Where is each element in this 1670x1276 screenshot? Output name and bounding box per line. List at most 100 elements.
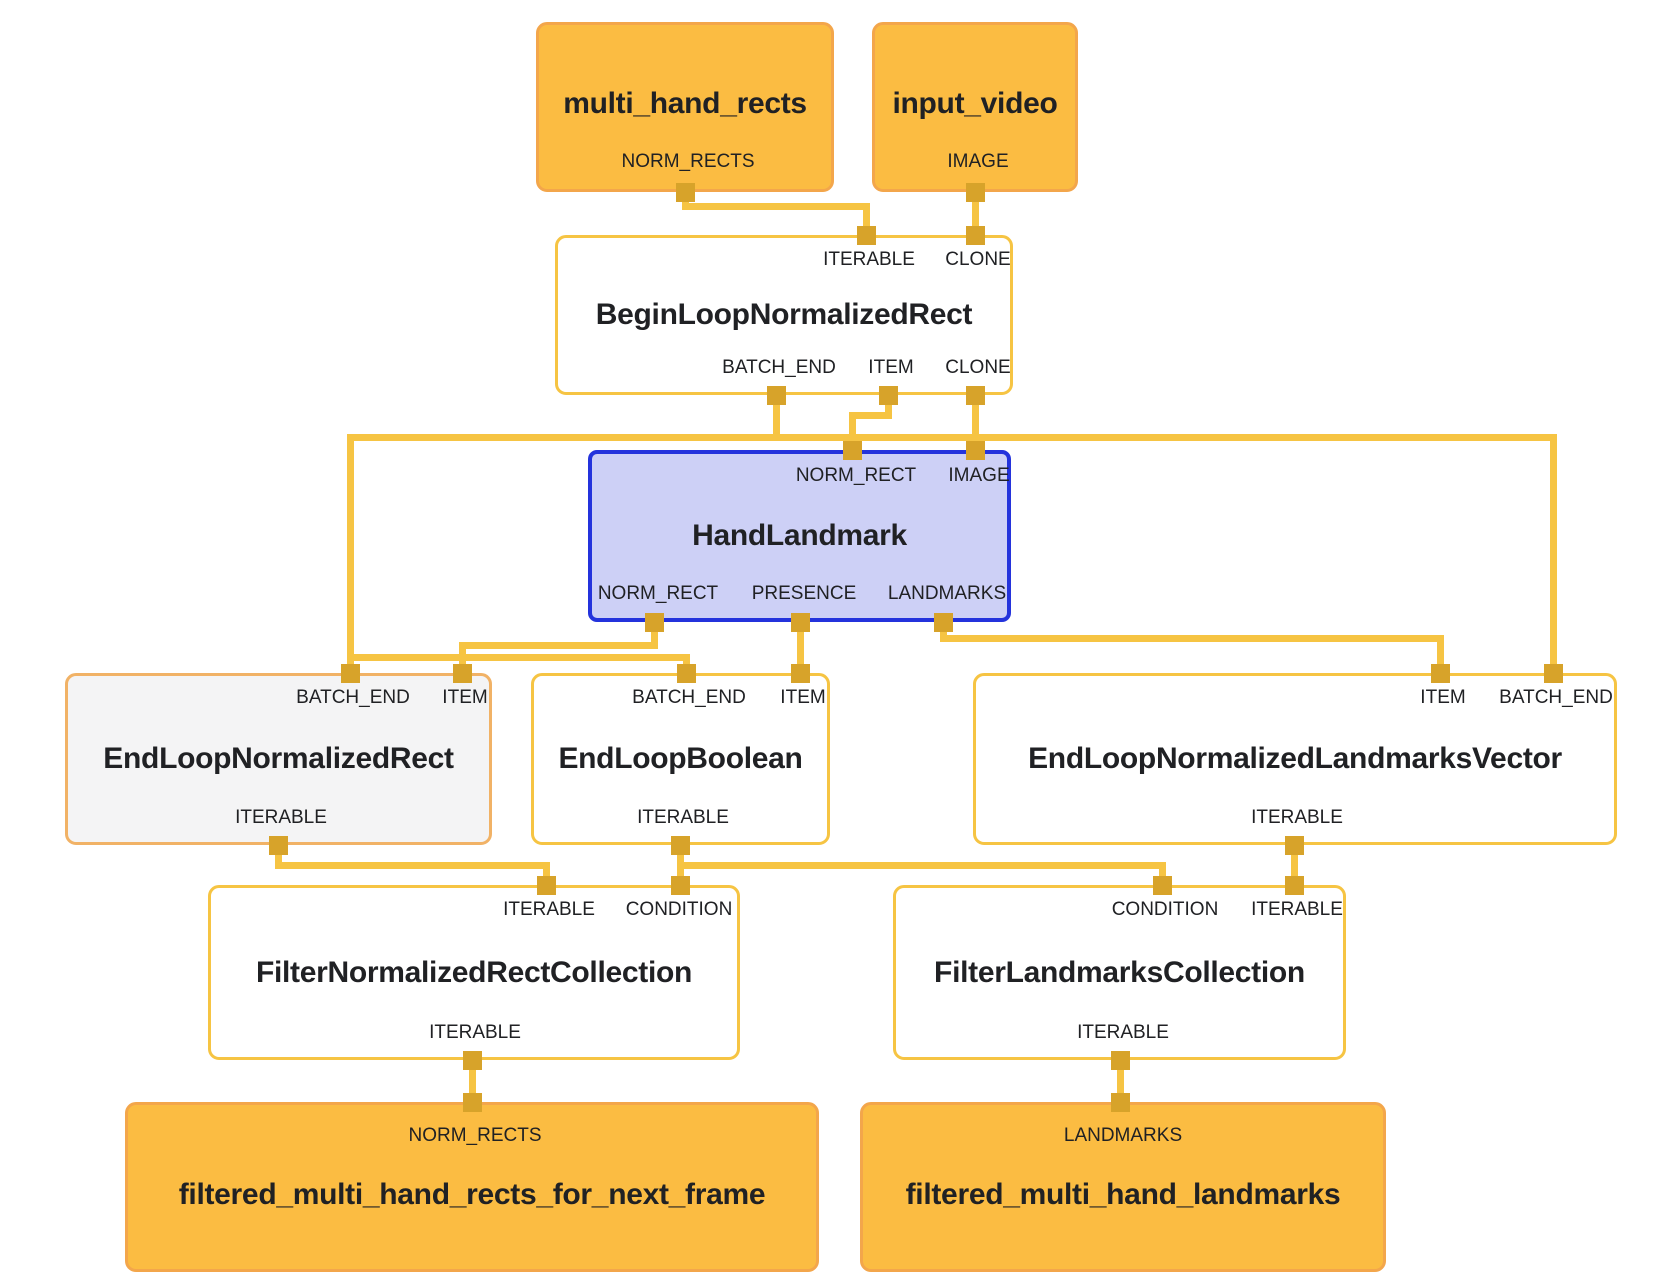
port-connector[interactable] (965, 440, 985, 460)
port-connector[interactable] (1152, 875, 1172, 895)
edge-segment (884, 391, 892, 419)
edge-segment (468, 1056, 476, 1106)
port-label-norm_rect: NORM_RECT (795, 465, 917, 486)
port-connector[interactable] (670, 875, 690, 895)
port-label-norm_rects: NORM_RECTS (621, 151, 755, 172)
node-title: multi_hand_rects (563, 86, 807, 120)
node-filtered_multi_hand_landmarks[interactable]: filtered_multi_hand_landmarks LANDMARKS (860, 1102, 1386, 1272)
edge-segment (971, 391, 979, 454)
node-title: EndLoopBoolean (558, 742, 803, 775)
port-label-image: IMAGE (948, 465, 1010, 486)
node-filtered_multi_hand_rects_for_next_frame[interactable]: filtered_multi_hand_rects_for_next_frame… (125, 1102, 819, 1272)
edge-segment (1290, 841, 1298, 889)
edge-segment (772, 391, 780, 441)
port-label-batch_end: BATCH_END (296, 687, 410, 708)
edge-segment (650, 618, 658, 649)
edge-segment (971, 188, 979, 239)
port-connector[interactable] (790, 612, 810, 632)
edge-segment (458, 641, 658, 649)
edge-segment (1116, 1056, 1124, 1106)
node-FilterLandmarksCollection[interactable]: FilterLandmarksCollection CONDITION ITERAB… (893, 885, 1346, 1060)
port-connector[interactable] (766, 385, 786, 405)
edge-segment (1549, 433, 1557, 677)
port-label-image: IMAGE (947, 151, 1009, 172)
node-title: filtered_multi_hand_landmarks (905, 1178, 1341, 1212)
port-connector[interactable] (878, 385, 898, 405)
edge-segment (346, 433, 354, 677)
edge-segment (346, 433, 780, 441)
port-connector[interactable] (462, 1092, 482, 1112)
edge-segment (862, 202, 870, 239)
port-connector[interactable] (1110, 1092, 1130, 1112)
port-connector[interactable] (670, 835, 690, 855)
node-title: EndLoopNormalizedRect (103, 742, 454, 775)
edge-segment (1436, 634, 1444, 677)
port-connector[interactable] (1284, 835, 1304, 855)
edge-segment (274, 841, 282, 869)
port-connector[interactable] (462, 1050, 482, 1070)
port-label-condition: CONDITION (1111, 899, 1219, 920)
edge-segment (681, 202, 870, 210)
port-connector[interactable] (452, 663, 472, 683)
port-connector[interactable] (536, 875, 556, 895)
port-label-presence: PRESENCE (751, 583, 857, 604)
port-connector[interactable] (675, 182, 695, 202)
port-label-iterable: ITERABLE (823, 249, 915, 270)
port-label-iterable: ITERABLE (1251, 807, 1343, 828)
port-connector[interactable] (340, 663, 360, 683)
port-label-norm_rect: NORM_RECT (597, 583, 719, 604)
port-connector[interactable] (965, 385, 985, 405)
port-label-clone: CLONE (945, 357, 1011, 378)
node-BeginLoopNormalizedRect[interactable]: BeginLoopNormalizedRect ITERABLE CLONE BATC… (555, 235, 1013, 395)
port-label-landmarks: LANDMARKS (887, 583, 1007, 604)
node-title: FilterLandmarksCollection (934, 955, 1305, 989)
port-connector[interactable] (644, 612, 664, 632)
port-connector[interactable] (1543, 663, 1563, 683)
port-connector[interactable] (965, 182, 985, 202)
edge-segment (458, 641, 466, 677)
port-label-item: ITEM (780, 687, 826, 708)
port-connector[interactable] (965, 225, 985, 245)
node-EndLoopNormalizedRect[interactable]: EndLoopNormalizedRect BATCH_END ITEM ITERAB… (65, 673, 492, 845)
port-connector[interactable] (790, 663, 810, 683)
port-connector[interactable] (1430, 663, 1450, 683)
port-connector[interactable] (933, 612, 953, 632)
node-title: HandLandmark (692, 519, 907, 552)
port-label-iterable: ITERABLE (1077, 1022, 1169, 1043)
port-label-batch_end: BATCH_END (722, 357, 836, 378)
port-label-norm_rects: NORM_RECTS (408, 1125, 542, 1146)
edge-segment (274, 861, 550, 869)
port-connector[interactable] (1284, 875, 1304, 895)
node-title: input_video (892, 86, 1058, 120)
port-label-iterable: ITERABLE (637, 807, 729, 828)
port-label-item: ITEM (1420, 687, 1466, 708)
port-label-condition: CONDITION (625, 899, 733, 920)
node-title: EndLoopNormalizedLandmarksVector (1028, 742, 1562, 775)
edge-segment (676, 861, 1166, 869)
port-label-iterable: ITERABLE (1251, 899, 1343, 920)
port-label-item: ITEM (442, 687, 488, 708)
port-label-iterable: ITERABLE (235, 807, 327, 828)
port-connector[interactable] (856, 225, 876, 245)
port-connector[interactable] (268, 835, 288, 855)
port-label-batch_end: BATCH_END (1499, 687, 1613, 708)
edge-segment (848, 411, 856, 454)
port-label-iterable: ITERABLE (429, 1022, 521, 1043)
edge-segment (346, 653, 690, 661)
node-title: FilterNormalizedRectCollection (255, 955, 693, 989)
port-connector[interactable] (842, 440, 862, 460)
node-EndLoopNormalizedLandmarksVector[interactable]: EndLoopNormalizedLandmarksVector ITEM BATC… (973, 673, 1617, 845)
node-title: BeginLoopNormalizedRect (595, 298, 973, 331)
port-connector[interactable] (676, 663, 696, 683)
port-label-landmarks: LANDMARKS (1063, 1125, 1183, 1146)
port-connector[interactable] (1110, 1050, 1130, 1070)
edge-segment (939, 634, 1444, 642)
port-label-iterable: ITERABLE (503, 899, 595, 920)
edge-segment (772, 433, 1557, 441)
